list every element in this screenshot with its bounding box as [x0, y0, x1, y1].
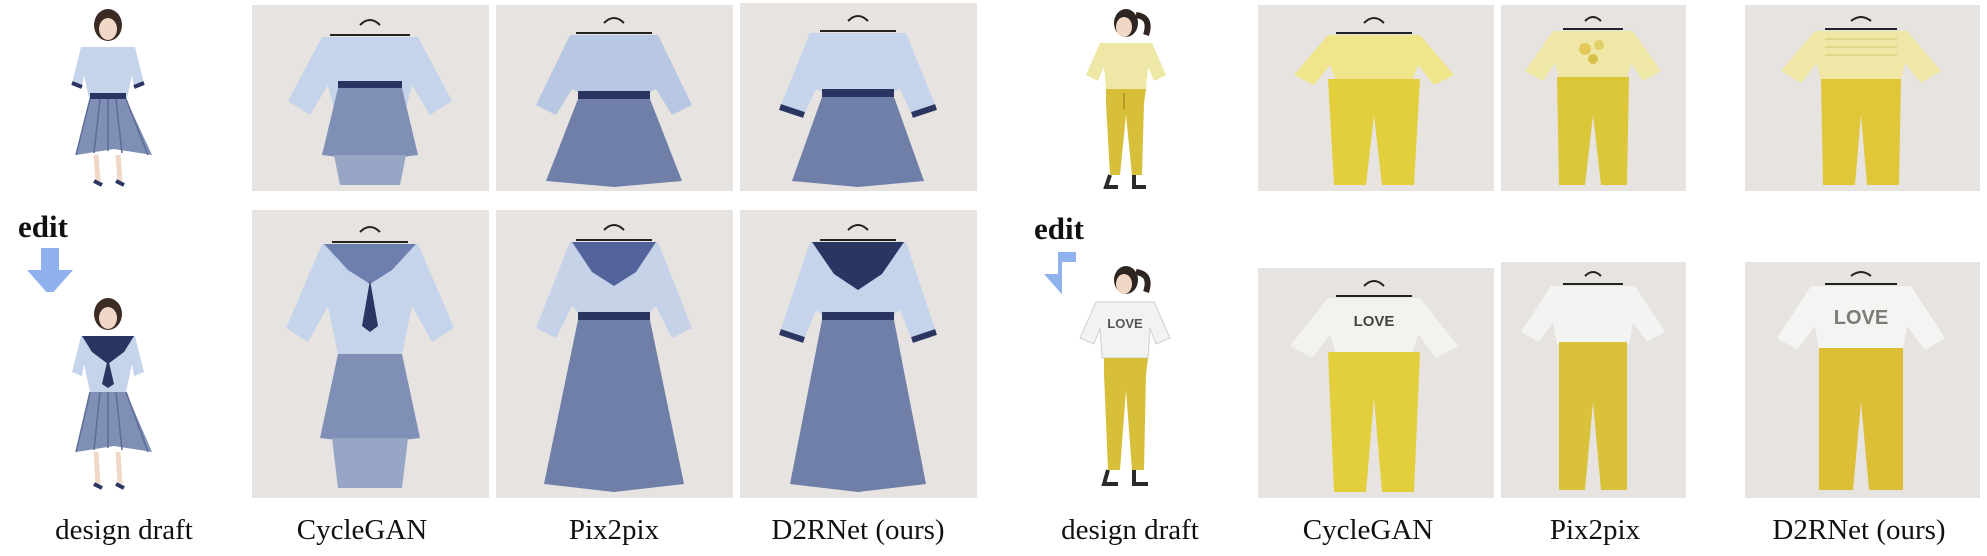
- right-d2rnet-result-edited: LOVE: [1745, 262, 1980, 498]
- left-d2rnet-result-original: [740, 3, 977, 191]
- right-caption-cyclegan: CycleGAN: [1302, 514, 1434, 546]
- right-design-draft-original: [1062, 5, 1192, 191]
- right-draft-figure-original: [1086, 9, 1166, 189]
- right-cyclegan-result-original: [1258, 5, 1494, 191]
- right-d2rnet-result-original: [1745, 5, 1980, 191]
- right-pix2pix-result-edited: [1501, 262, 1686, 498]
- right-caption-design-draft: design draft: [1061, 514, 1199, 546]
- left-d2rnet-result-edited: [740, 210, 977, 498]
- right-cyclegan-result-edited: LOVE: [1258, 268, 1494, 498]
- right-design-draft-edited: LOVE: [1062, 262, 1192, 498]
- left-caption-pix2pix: Pix2pix: [568, 514, 660, 546]
- left-design-draft-edited: [36, 292, 186, 498]
- left-caption-d2rnet: D2RNet (ours): [771, 514, 945, 546]
- left-cyclegan-result-original: [252, 5, 489, 191]
- right-d2rnet-shirt-text: LOVE: [1834, 307, 1888, 329]
- left-edit-arrow-icon: [25, 248, 75, 298]
- right-draft-shirt-text: LOVE: [1107, 316, 1143, 331]
- right-draft-figure-edited: LOVE: [1079, 266, 1171, 486]
- right-edit-label: edit: [1034, 211, 1084, 246]
- left-pix2pix-result-original: [496, 5, 733, 191]
- right-cyclegan-shirt-text: LOVE: [1354, 313, 1395, 330]
- right-caption-d2rnet: D2RNet (ours): [1772, 514, 1946, 546]
- left-draft-figure-edited: [72, 298, 152, 490]
- left-design-draft-original: [36, 5, 186, 191]
- right-pix2pix-result-original: [1501, 5, 1686, 191]
- left-cyclegan-result-edited: [252, 210, 489, 498]
- left-edit-label: edit: [18, 209, 68, 244]
- left-draft-figure-original: [71, 9, 152, 187]
- left-caption-design-draft: design draft: [55, 514, 193, 546]
- left-caption-cyclegan: CycleGAN: [296, 514, 428, 546]
- left-pix2pix-result-edited: [496, 210, 733, 498]
- right-caption-pix2pix: Pix2pix: [1549, 514, 1641, 546]
